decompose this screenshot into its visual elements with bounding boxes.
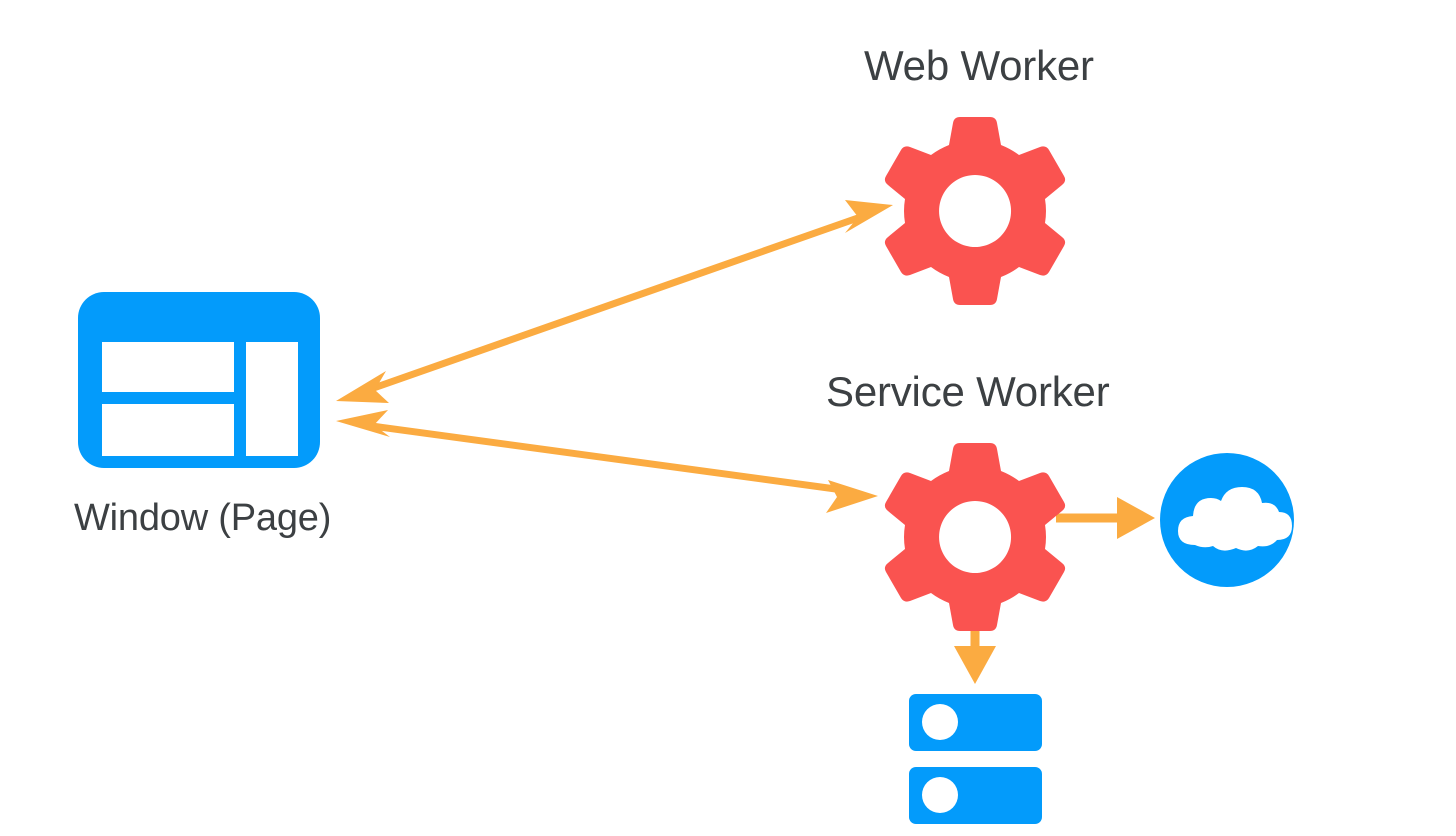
gear-body — [884, 117, 1066, 305]
web-worker-label: Web Worker — [864, 42, 1094, 89]
edge-service-worker-to-cloud — [1056, 497, 1155, 539]
edge-line — [366, 209, 874, 394]
arrowhead-to-web-worker — [845, 200, 893, 233]
arrowhead-to-service-worker — [826, 480, 878, 513]
window-pane-bottom-left — [102, 404, 234, 456]
edge-window-to-web-worker — [336, 200, 893, 403]
arrowhead-to-cloud — [1117, 497, 1155, 539]
gear-icon-web-worker[interactable] — [884, 117, 1066, 305]
window-pane-top-left — [102, 342, 234, 392]
arrowhead-to-window-lower — [336, 410, 390, 437]
cloud-icon[interactable] — [1160, 453, 1294, 587]
window-page-label: Window (Page) — [74, 497, 332, 539]
gear-body — [884, 443, 1066, 631]
arrowhead-to-window-upper — [336, 371, 389, 403]
edge-window-to-service-worker — [336, 410, 878, 513]
database-row-bottom — [909, 767, 1042, 824]
database-row-top — [909, 694, 1042, 751]
gear-icon-service-worker[interactable] — [884, 443, 1066, 631]
window-pane-right — [246, 342, 298, 456]
cloud-shape — [1178, 487, 1292, 551]
database-icon[interactable] — [909, 694, 1042, 824]
browser-window-icon[interactable] — [78, 292, 320, 468]
service-worker-label: Service Worker — [826, 368, 1110, 415]
database-indicator — [922, 777, 958, 813]
arrowhead-to-cache — [954, 646, 996, 684]
database-indicator — [922, 704, 958, 740]
edge-line — [371, 422, 844, 494]
